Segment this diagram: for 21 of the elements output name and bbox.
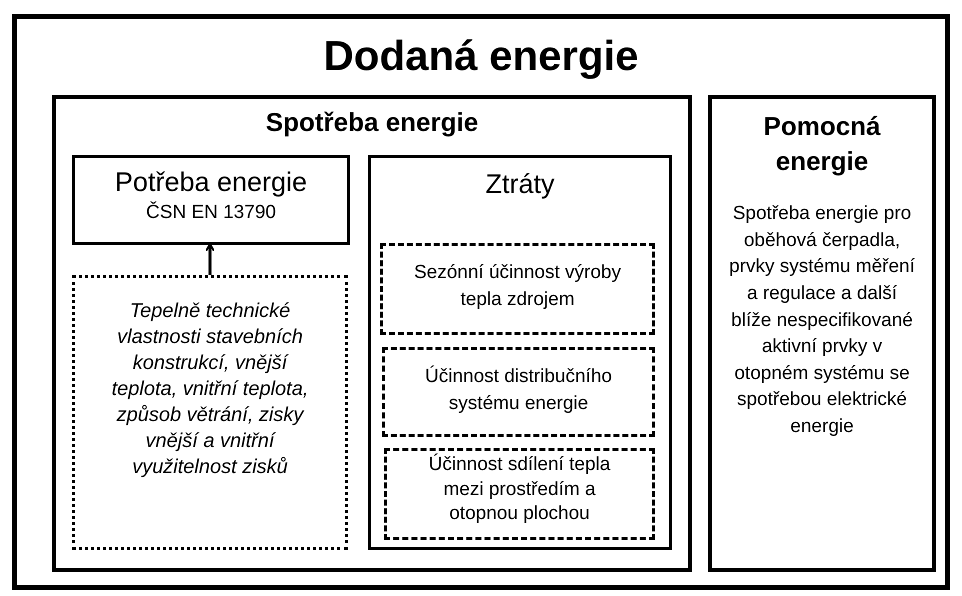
side-box <box>708 95 936 572</box>
loss-text: Účinnost sdílení tepla mezi prostředím a otopnou plochou <box>428 453 612 526</box>
arrow <box>205 243 215 275</box>
box-heading: Pomocná energie <box>762 110 882 178</box>
group-box <box>52 95 692 572</box>
outer-box <box>12 14 950 590</box>
group-heading: Spotřeba energie <box>266 107 478 138</box>
loss-box <box>384 448 655 540</box>
group-box <box>368 155 672 550</box>
standard-label: ČSN EN 13790 <box>146 202 276 226</box>
loss-text: Účinnost distribučního systému energie <box>424 364 613 416</box>
process-box <box>72 155 350 245</box>
loss-text: Sezónní účinnost výroby tepla zdrojem <box>412 261 622 312</box>
input-box <box>72 275 348 550</box>
input-list: Tepelně technické vlastnosti stavebních konstrukcí, vnější teplota, vnitřní teplota, způsob větrání, zisky vnější a vnitřní využitelnost zisků <box>105 298 315 480</box>
box-heading: Dodaná energie <box>323 31 639 81</box>
box-heading: Ztráty <box>485 168 554 200</box>
description-text: Spotřeba energie pro oběhová čerpadla, prvky systému měření a regulace a další blíže nespecifikované aktivní prvky v otopném systému se spotřebou elektrické energie <box>728 202 916 439</box>
box-heading: Potřeba energie <box>114 166 308 198</box>
loss-box <box>380 243 655 335</box>
loss-box <box>382 347 655 437</box>
